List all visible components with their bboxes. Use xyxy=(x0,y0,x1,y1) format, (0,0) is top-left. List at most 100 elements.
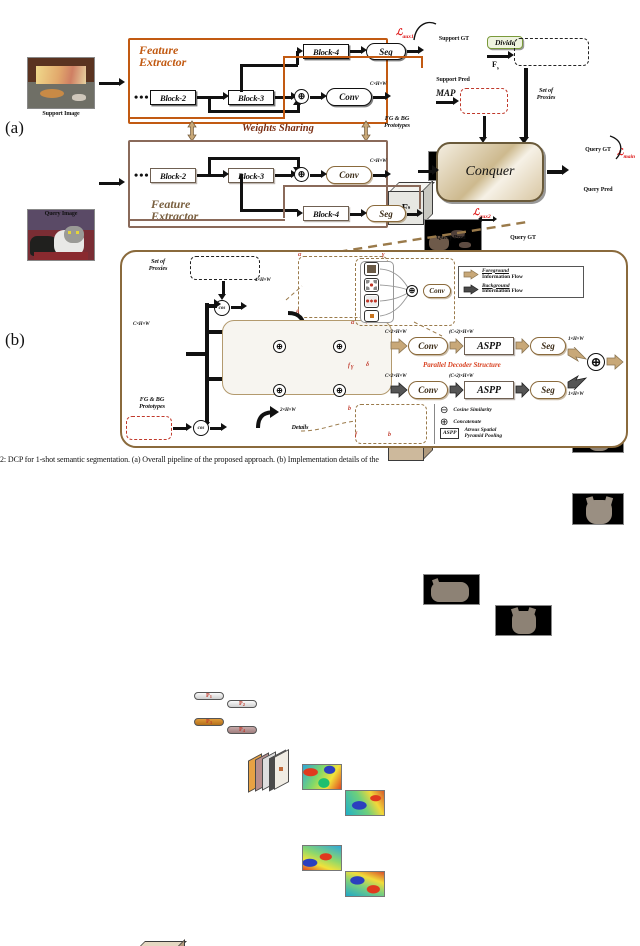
panel-b-label: (b) xyxy=(5,330,25,349)
legend-foreground-text: Information Flow xyxy=(482,273,523,280)
b-heatmap-delta xyxy=(345,871,385,897)
loss-aux1-connector xyxy=(413,21,437,41)
weights-sharing-arrow-right xyxy=(361,120,371,142)
loss-aux1: ℒaux1 xyxy=(396,27,414,40)
arrowhead xyxy=(361,46,367,54)
legend-foreground-title: Foreground xyxy=(482,267,509,274)
support-image-label: Support Image xyxy=(42,111,80,117)
set-of-proxies-group xyxy=(514,38,589,66)
b-branch-fg-alpha-label: α xyxy=(351,320,355,326)
b-flow-arrow-bg-1 xyxy=(390,382,408,398)
b-parallel-branch-group xyxy=(222,320,392,395)
b-aspp-kernel-2 xyxy=(364,278,379,292)
arrow-s-skip-v2 xyxy=(297,101,300,112)
arrow-q-seg-out xyxy=(407,213,418,216)
b-heatmap-beta xyxy=(302,845,342,871)
b-aspp-kernel-1 xyxy=(364,262,379,276)
arrow-b-cos-top-out xyxy=(231,306,242,309)
query-brown-v2 xyxy=(419,185,422,209)
arrowhead xyxy=(214,299,221,309)
support-block-4: Block-4 xyxy=(303,44,349,59)
fg-bg-prototypes-label: FG & BG Prototypes xyxy=(384,115,410,129)
b-flow-legend: Foreground Information Flow Background I… xyxy=(458,266,584,298)
b-bus-to-fq1 xyxy=(205,330,227,334)
conquer-label: Conquer xyxy=(465,164,515,179)
arrowhead xyxy=(385,92,391,100)
foreground-flow-arrow-icon xyxy=(463,269,479,280)
arrow-s-to-b4-h xyxy=(240,64,298,67)
arrowhead xyxy=(119,178,125,186)
b-flow-arrow-fg-1 xyxy=(390,338,408,354)
arrowhead xyxy=(221,423,227,431)
symbol-concat-label: Concatenate xyxy=(453,419,482,425)
b-flow-arrow-bg-2 xyxy=(449,382,464,398)
arrowhead xyxy=(385,170,391,178)
orange-line-bottom xyxy=(130,117,285,120)
b-dim-4hw: 4×H×W xyxy=(255,278,271,283)
b-set-of-proxies-group xyxy=(190,256,260,280)
b-branch-bg-concat2: ⊕ xyxy=(333,384,346,397)
b-fq-cube: Fq xyxy=(132,939,187,946)
arrow-fq-conquer xyxy=(418,170,433,173)
support-conv: Conv xyxy=(326,88,372,106)
b-heatmap-label-alpha: α xyxy=(298,252,302,258)
support-image xyxy=(27,57,95,109)
arrow-b-proto-cos xyxy=(173,427,187,430)
query-seg: Seg xyxy=(366,205,406,222)
b-aspp-callout-connector xyxy=(413,321,443,337)
arrow-s-conv-cube xyxy=(373,96,386,99)
arrow-q-conv-cube xyxy=(373,174,386,177)
query-ellipsis: ••• xyxy=(134,168,150,182)
arrowhead xyxy=(223,92,229,100)
divide-input-label: Fs xyxy=(492,60,499,72)
support-concat-op: ⊕ xyxy=(294,89,309,104)
b-aspp-fg: ASPP xyxy=(464,337,514,355)
arrowhead xyxy=(493,216,497,222)
arrowhead xyxy=(417,209,423,217)
arrow-q-b2-b3 xyxy=(197,174,223,177)
b-branch-bg-concat1: ⊕ xyxy=(273,384,286,397)
b-bus-h xyxy=(186,352,208,356)
arrowhead xyxy=(218,294,226,300)
b-details-heat-group xyxy=(355,404,427,444)
arrow-prototypes-down xyxy=(483,116,486,138)
b-aspp-kernel-3 xyxy=(364,294,379,308)
fs-sub: s xyxy=(407,205,411,211)
symbol-legend: ⊖ Cosine Similarity ⊕ Concatenate ASPP A… xyxy=(440,404,590,439)
arrowhead xyxy=(361,209,367,217)
arrowhead xyxy=(321,92,327,100)
weights-sharing-label: Weights Sharing xyxy=(242,123,314,134)
query-pred-label-bottom: Query Pred xyxy=(436,235,466,241)
b-bottom-curve-arrow xyxy=(256,406,279,429)
arrow-s-to-b4-v xyxy=(240,64,243,92)
support-block-2: Block-2 xyxy=(150,90,196,105)
arrow-b-proxies-down xyxy=(222,281,225,295)
arrow-q-b4-seg xyxy=(350,213,362,216)
arrowhead xyxy=(119,78,125,86)
b-bus-to-cos-top xyxy=(205,304,217,308)
arrow-support-to-extractor xyxy=(99,82,119,85)
arrow-conquer-out xyxy=(547,170,563,174)
query-pred-image-bottom xyxy=(423,574,480,605)
b-bus-v xyxy=(205,303,209,421)
b-final-concat-op: ⊕ xyxy=(587,353,605,371)
concatenate-icon: ⊕ xyxy=(440,416,449,428)
b-cos-op-bottom: cos xyxy=(193,420,209,436)
b-bus-to-cos-bot xyxy=(205,410,209,424)
support-block-3: Block-3 xyxy=(228,90,274,105)
b-seg-bg: Seg xyxy=(530,381,566,399)
arrow-q-skip-h xyxy=(208,157,300,160)
arrowhead xyxy=(186,423,192,431)
b-parallel-decoder-label: Parallel Decoder Structure xyxy=(423,361,501,369)
arrowhead xyxy=(519,137,529,144)
b-flow-arrow-bg-3 xyxy=(515,382,530,398)
b-dim-1hw-bot: 1×H×W xyxy=(568,392,584,397)
arrow-q-to-b4-v xyxy=(240,174,243,210)
b-dim-c2hw-top: (C+2)×H×W xyxy=(449,330,474,335)
cosine-similarity-icon: ⊖ xyxy=(440,404,449,416)
b-merge-arrow-fg xyxy=(567,347,588,363)
b-final-out-arrow xyxy=(606,354,624,370)
loss-aux2-line xyxy=(481,219,494,221)
query-brown-h1 xyxy=(130,219,285,222)
orange-line-top xyxy=(283,56,423,59)
